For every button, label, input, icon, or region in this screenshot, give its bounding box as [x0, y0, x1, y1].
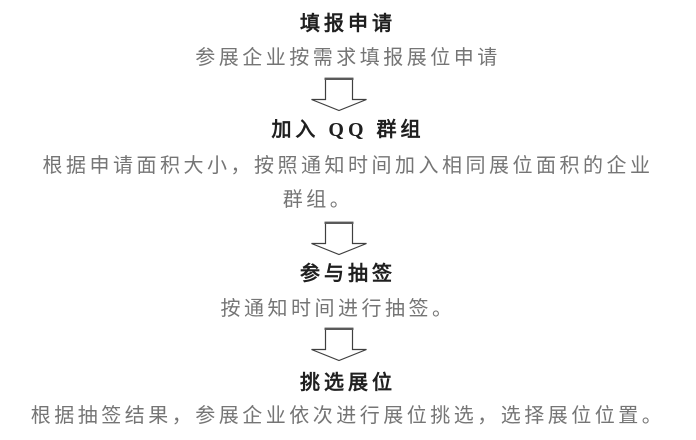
- down-arrow-icon: [310, 77, 368, 112]
- step-2-description-line-1: 根据申请面积大小，按照通知时间加入相同展位面积的企业: [42, 155, 654, 177]
- down-arrow-icon: [310, 327, 368, 362]
- step-3-title: 参与抽签: [300, 263, 396, 285]
- down-arrow-icon: [310, 221, 368, 256]
- step-3-description: 按通知时间进行抽签。: [220, 298, 456, 320]
- step-1-description: 参展企业按需求填报展位申请: [195, 47, 501, 69]
- step-1-title: 填报申请: [300, 13, 396, 35]
- step-4-title: 挑选展位: [300, 372, 396, 394]
- step-2-title: 加入 QQ 群组: [271, 119, 425, 141]
- step-2-description-line-2: 群组。: [282, 189, 354, 211]
- step-4-description: 根据抽签结果，参展企业依次进行展位挑选，选择展位位置。: [30, 405, 666, 427]
